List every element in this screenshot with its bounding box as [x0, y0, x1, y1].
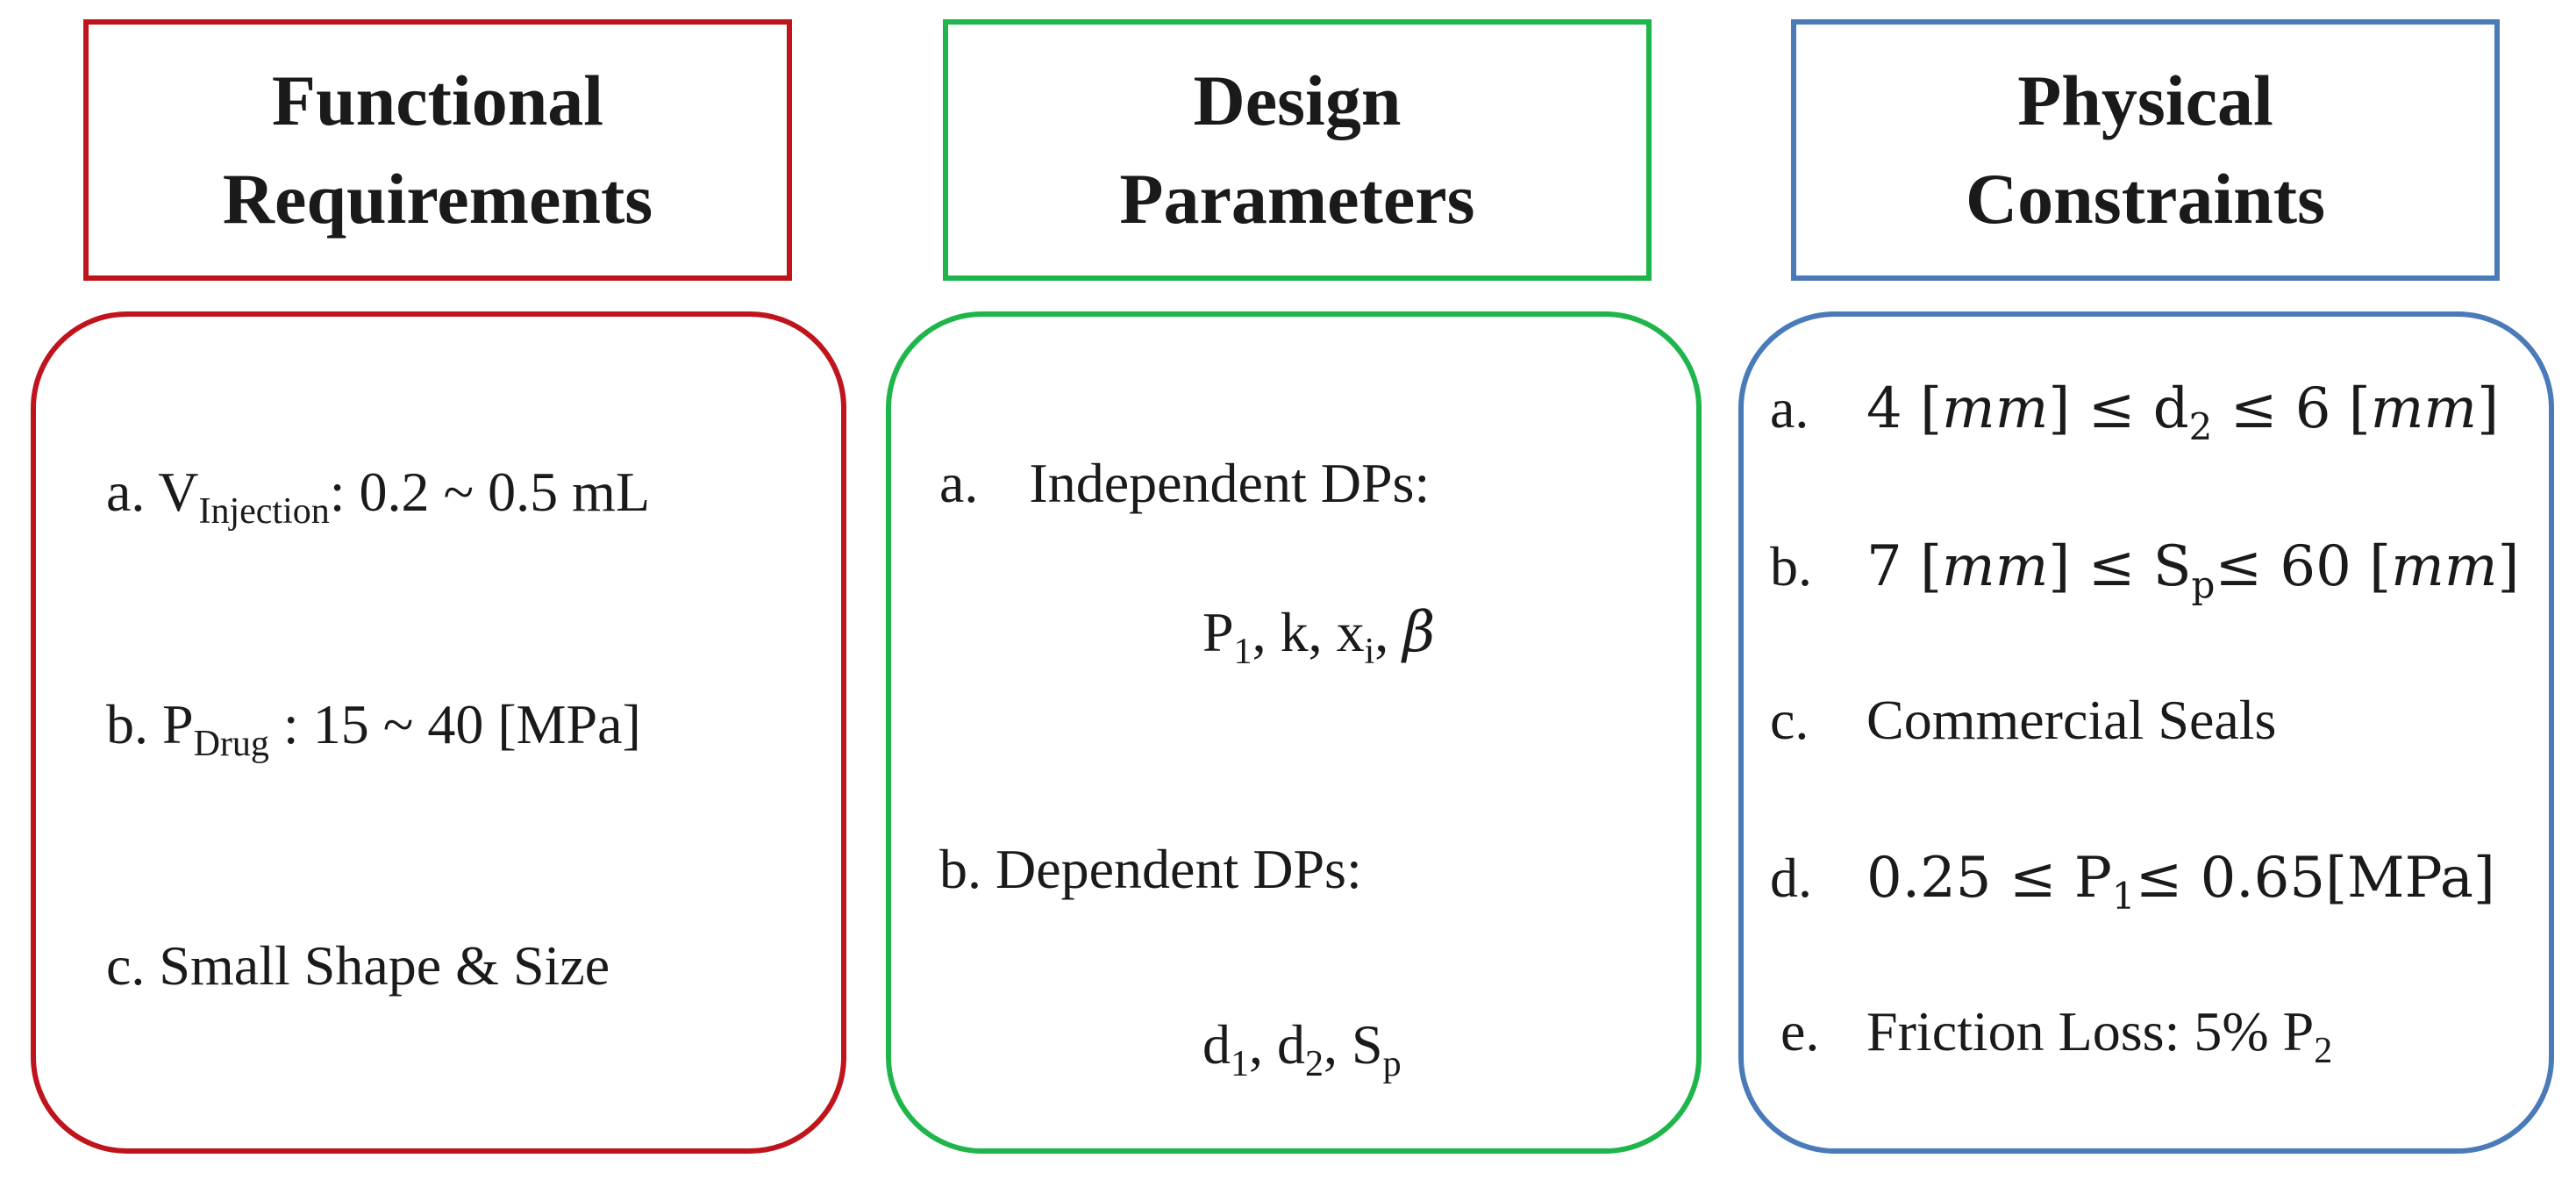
item-marker: e.	[1780, 1000, 1820, 1062]
physical-constraints-box: a.4 [mm] ≤ d2 ≤ 6 [mm] b.7 [mm] ≤ Sp≤ 60…	[1738, 311, 2554, 1154]
expr-part: ≤ 60 [	[2215, 534, 2392, 599]
pc-item-b: b.7 [mm] ≤ Sp≤ 60 [mm]	[1770, 532, 2520, 604]
design-parameters-header: Design Parameters	[943, 19, 1652, 281]
param-text: d	[1202, 1013, 1231, 1076]
param-text: , d	[1249, 1013, 1305, 1076]
header-title-line1: Functional	[271, 61, 604, 140]
param-subscript: 2	[1305, 1044, 1324, 1084]
param-text: ,	[1374, 601, 1403, 663]
pc-item-c: c. Commercial Seals	[1770, 685, 2276, 755]
expr-subscript: 1	[2111, 875, 2136, 918]
var-subscript: Drug	[193, 724, 269, 764]
expr-part: 7 [	[1866, 534, 1943, 599]
physical-constraints-header: Physical Constraints	[1791, 19, 2500, 281]
physical-constraints-column: Physical Constraints a.4 [mm] ≤ d2 ≤ 6 […	[1737, 0, 2554, 1187]
item-marker: b.	[106, 693, 148, 755]
expr-part: ]	[2497, 534, 2520, 599]
unit-mm: mm	[1942, 534, 2049, 599]
constraint-expression: 0.25 ≤ P1≤ 0.65[MPa]	[1866, 846, 2495, 915]
param-subscript: 1	[1231, 1044, 1249, 1084]
fr-item-a: a. VInjection: 0.2 ~ 0.5 mL	[106, 457, 651, 530]
item-marker: a.	[106, 461, 146, 523]
unit-mm: mm	[2370, 376, 2478, 441]
item-marker: a.	[1770, 377, 1809, 440]
constraint-expression: 7 [mm] ≤ Sp≤ 60 [mm]	[1866, 534, 2520, 604]
expr-part: ]	[2477, 376, 2500, 441]
dp-item-a: a. Independent DPs:	[939, 448, 1430, 518]
design-parameters-box: a.Independent DPs: P1, k, xi, β b. Depen…	[886, 311, 1702, 1154]
design-parameters-column: Design Parameters a.Independent DPs: P1,…	[881, 0, 1710, 1187]
item-text: : 15 ~ 40 [MPa]	[268, 693, 641, 755]
expr-subscript: 2	[2188, 405, 2213, 448]
item-marker: b.	[1770, 535, 1812, 597]
item-text: : 0.2 ~ 0.5 mL	[329, 461, 651, 523]
param-subscript: 1	[1233, 632, 1252, 672]
pc-item-d: d. 0.25 ≤ P1≤ 0.65[MPa]	[1770, 843, 2495, 915]
expr-part: 0.25 ≤ P	[1866, 846, 2112, 911]
unit-mm: mm	[1942, 376, 2049, 441]
param-subscript: p	[1382, 1044, 1402, 1084]
item-label: Dependent DPs:	[995, 838, 1362, 900]
independent-dps-values: P1, k, xi, β	[1202, 597, 1436, 670]
param-subscript: i	[1364, 632, 1375, 672]
item-marker: c.	[1770, 689, 1809, 751]
constraint-expression: 4 [mm] ≤ d2 ≤ 6 [mm]	[1866, 376, 2500, 446]
functional-requirements-column: Functional Requirements a. VInjection: 0…	[26, 0, 855, 1187]
unit-mm: mm	[2391, 534, 2498, 599]
pc-item-a: a.4 [mm] ≤ d2 ≤ 6 [mm]	[1770, 374, 2500, 446]
header-title-line2: Constraints	[1965, 159, 2326, 239]
var-symbol: V	[158, 461, 199, 523]
dependent-dps-values: d1, d2, Sp	[1202, 1010, 1402, 1083]
fr-item-c: c. Small Shape & Size	[106, 931, 610, 1001]
expr-subscript: p	[2191, 563, 2216, 606]
expr-subscript: 2	[2314, 1031, 2333, 1071]
expr-part: Friction Loss: 5% P	[1866, 1000, 2315, 1062]
param-p: P	[1202, 601, 1234, 663]
functional-requirements-header: Functional Requirements	[83, 19, 792, 281]
item-marker: d.	[1770, 847, 1812, 909]
header-title-line1: Physical	[2017, 61, 2273, 140]
param-beta: β	[1402, 600, 1436, 665]
param-text: , S	[1324, 1013, 1383, 1076]
functional-requirements-box: a. VInjection: 0.2 ~ 0.5 mL b. PDrug : 1…	[31, 311, 846, 1154]
item-marker: c.	[106, 934, 146, 997]
var-subscript: Injection	[198, 491, 330, 532]
var-symbol: P	[162, 693, 194, 755]
expr-part: ] ≤ S	[2048, 534, 2192, 599]
dp-item-b: b. Dependent DPs:	[939, 834, 1362, 905]
item-text: Commercial Seals	[1866, 689, 2277, 751]
header-title-line2: Parameters	[1119, 159, 1475, 239]
expr-part: ] ≤ d	[2048, 376, 2189, 441]
fr-item-b: b. PDrug : 15 ~ 40 [MPa]	[106, 690, 641, 762]
expr-part: ≤ 0.65[MPa]	[2135, 846, 2495, 911]
header-title-line2: Requirements	[222, 159, 653, 239]
expr-part: ≤ 6 [	[2212, 376, 2371, 441]
item-marker: b.	[939, 838, 981, 900]
item-marker: a.	[939, 452, 979, 514]
item-text: Small Shape & Size	[159, 934, 610, 997]
item-label: Independent DPs:	[1029, 452, 1431, 514]
pc-item-e: e. Friction Loss: 5% P2	[1770, 997, 2332, 1069]
header-title-line1: Design	[1193, 61, 1402, 140]
expr-part: 4 [	[1866, 376, 1943, 441]
param-text: , k, x	[1252, 601, 1365, 663]
